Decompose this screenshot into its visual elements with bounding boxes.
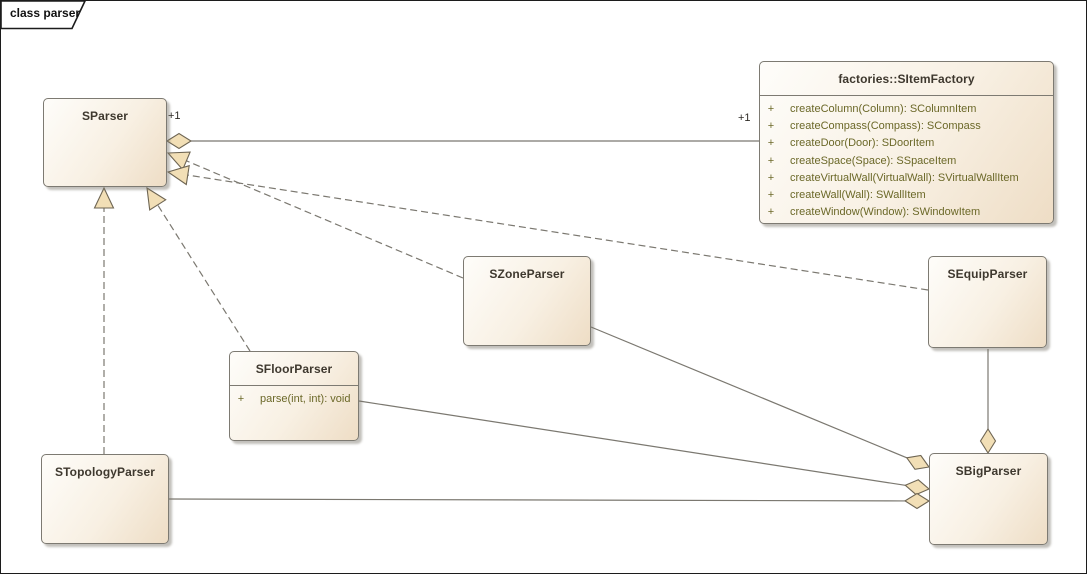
class-sequipparser[interactable]: SEquipParser [928, 256, 1047, 348]
class-stopologyparser[interactable]: STopologyParser [41, 454, 169, 544]
aggregation-sbigparser-szoneparser[interactable] [590, 326, 930, 470]
method-visibility: + [767, 137, 775, 150]
method-row[interactable]: + parse(int, int): void [230, 391, 358, 408]
aggregation-diamond-icon [904, 479, 931, 496]
aggregation-diamond-icon [905, 454, 930, 470]
class-sbigparser[interactable]: SBigParser [929, 453, 1048, 545]
method-signature: createSpace(Space): SSpaceItem [790, 154, 957, 167]
method-visibility: + [767, 206, 775, 219]
aggregation-diamond-icon [903, 492, 931, 510]
method-signature: createWindow(Window): SWindowItem [790, 206, 981, 219]
realization-triangle-icon [166, 151, 191, 171]
realization-sfloorparser-sparser-line[interactable] [157, 204, 251, 352]
aggregation-sparser-sitemfactory[interactable] [165, 132, 759, 150]
realization-sfloorparser-sparser[interactable] [146, 186, 251, 352]
method-signature: createDoor(Door): SDoorItem [790, 137, 935, 150]
method-signature: createWall(Wall): SWallItem [790, 189, 926, 202]
realization-stopologyparser-sparser[interactable] [93, 186, 115, 454]
realization-triangle-icon [93, 186, 115, 209]
method-visibility: + [767, 189, 775, 202]
multiplicity-label: +1 [168, 110, 181, 122]
class-title: factories::SItemFactory [838, 71, 975, 86]
class-title: STopologyParser [55, 464, 155, 479]
method-visibility: + [767, 103, 775, 115]
method-row[interactable]: + createWall(Wall): SWallItem [760, 187, 1053, 204]
aggregation-sbigparser-stopologyparser[interactable] [168, 492, 931, 510]
realization-szoneparser-sparser-line[interactable] [186, 160, 464, 279]
method-row[interactable]: + createWindow(Window): SWindowItem [760, 204, 1053, 221]
class-title: SZoneParser [489, 266, 565, 281]
class-sfloorparser[interactable]: SFloorParser + parse(int, int): void [229, 351, 359, 441]
class-title: SBigParser [955, 463, 1022, 478]
method-signature: createVirtualWall(VirtualWall): SVirtual… [790, 171, 1019, 184]
class-szoneparser[interactable]: SZoneParser [463, 256, 591, 346]
method-signature: parse(int, int): void [260, 393, 351, 405]
aggregation-diamond-icon [979, 427, 997, 455]
method-row[interactable]: + createSpace(Space): SSpaceItem [760, 153, 1053, 170]
diagram-frame-label: class parser [10, 6, 81, 20]
method-row[interactable]: + createVirtualWall(VirtualWall): SVirtua… [760, 170, 1053, 187]
method-visibility: + [767, 120, 775, 133]
realization-triangle-icon [146, 186, 167, 211]
realization-szoneparser-sparser[interactable] [166, 151, 464, 279]
methods-compartment: + parse(int, int): void [230, 385, 358, 408]
aggregation-sbigparser-sequipparser[interactable] [979, 349, 997, 455]
method-row[interactable]: + createCompass(Compass): SCompass [760, 118, 1053, 135]
realization-sequipparser-sparser[interactable] [166, 164, 929, 291]
class-sitemfactory[interactable]: factories::SItemFactory+ createColumn(Col… [759, 61, 1054, 224]
class-title: SFloorParser [255, 361, 333, 376]
aggregation-sbigparser-sfloorparser[interactable] [358, 400, 931, 496]
class-title: SEquipParser [947, 266, 1028, 281]
method-visibility: + [767, 171, 775, 184]
method-signature: createCompass(Compass): SCompass [790, 120, 981, 133]
multiplicity-label: +1 [738, 112, 751, 124]
class-title: SParser [81, 108, 129, 123]
method-signature: createColumn(Column): SColumnItem [790, 103, 977, 115]
aggregation-diamond-icon [165, 132, 193, 150]
frame-tab-shape [1, 1, 86, 30]
method-visibility: + [237, 393, 245, 405]
realization-sequipparser-sparser-line[interactable] [187, 174, 929, 291]
aggregation-sbigparser-stopologyparser-line[interactable] [168, 498, 906, 502]
realization-triangle-icon [166, 164, 190, 186]
aggregation-sbigparser-szoneparser-line[interactable] [590, 326, 908, 459]
diagram-frame-tab: class parser [1, 1, 96, 33]
methods-compartment: + createColumn(Column): SColumnItem + creat… [760, 95, 1053, 221]
class-sparser[interactable]: SParser [43, 98, 167, 187]
method-visibility: + [767, 154, 775, 167]
aggregation-sbigparser-sfloorparser-line[interactable] [358, 400, 906, 486]
method-row[interactable]: + createDoor(Door): SDoorItem [760, 135, 1053, 152]
method-row[interactable]: + createColumn(Column): SColumnItem [760, 101, 1053, 118]
